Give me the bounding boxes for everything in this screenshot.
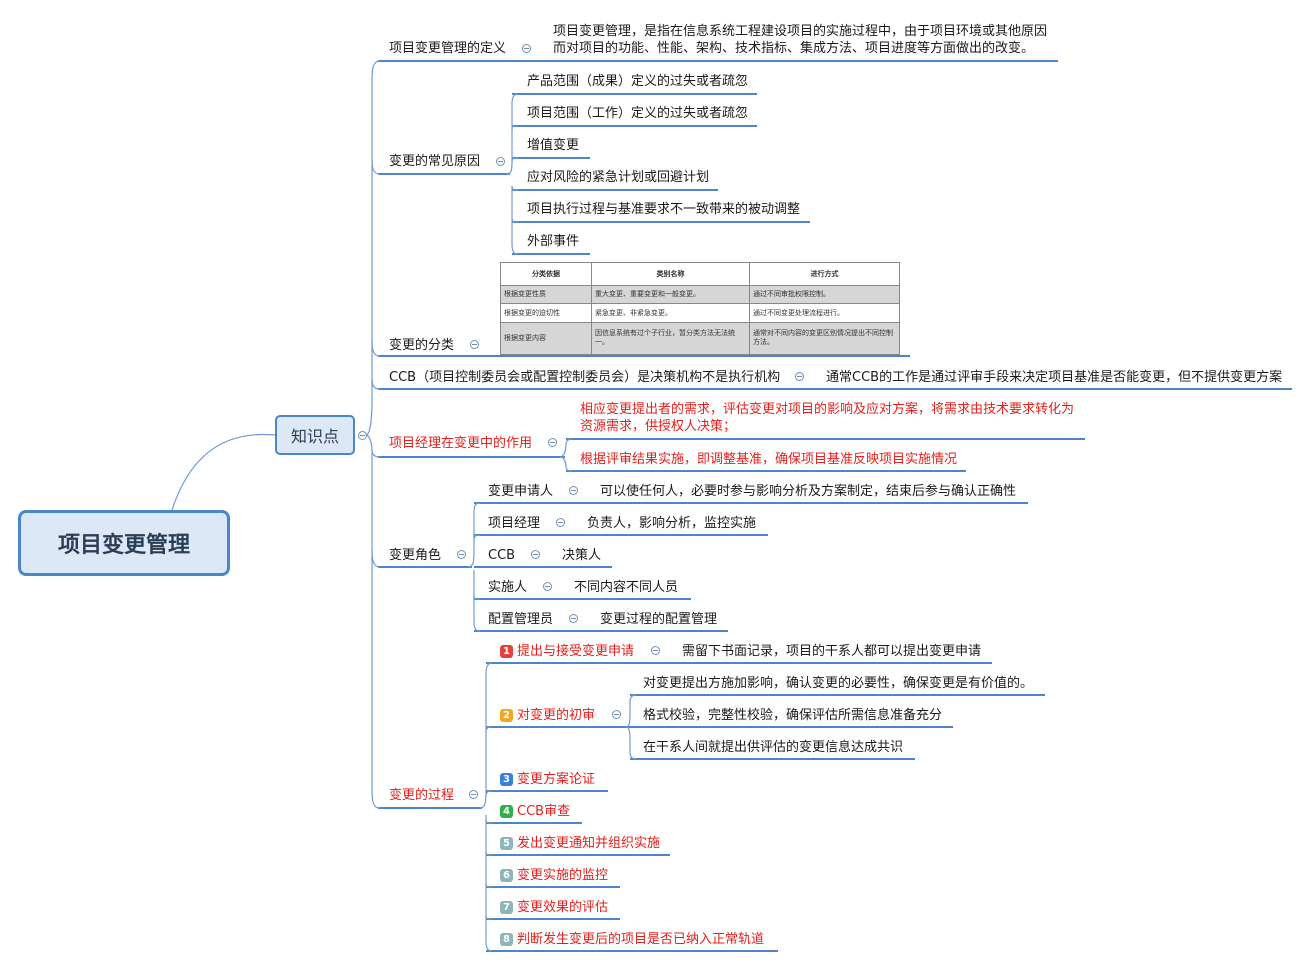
table-cell: 重大变更、重要变更和一般变更。	[591, 284, 750, 305]
definition-text: 项目变更管理，是指在信息系统工程建设项目的实施过程中，由于项目环境或其他原因而对…	[553, 24, 1048, 56]
cause-item[interactable]: 项目执行过程与基准要求不一致带来的被动调整	[527, 202, 801, 217]
collapse-icon[interactable]	[470, 340, 479, 349]
cause-item[interactable]: 应对风险的紧急计划或回避计划	[527, 170, 710, 185]
collapse-icon[interactable]	[651, 646, 660, 655]
collapse-icon[interactable]	[522, 44, 531, 53]
step-number-badge: 4	[500, 805, 513, 818]
topic-causes[interactable]: 变更的常见原因	[389, 154, 481, 169]
role-name[interactable]: 变更申请人	[488, 484, 554, 499]
step-note[interactable]: 需留下书面记录，项目的干系人都可以提出变更申请	[682, 644, 982, 659]
role-name[interactable]: 实施人	[488, 580, 528, 595]
pm-role-item[interactable]: 相应变更提出者的需求，评估变更对项目的影响及应对方案，将需求由技术要求转化为资源…	[580, 402, 1075, 434]
step-number-badge: 5	[500, 837, 513, 850]
topic-roles[interactable]: 变更角色	[389, 548, 442, 563]
table-header: 类别名称	[591, 262, 750, 286]
role-desc[interactable]: 决策人	[562, 548, 602, 563]
collapse-icon[interactable]	[556, 518, 565, 527]
topic-process[interactable]: 变更的过程	[389, 788, 455, 803]
table-row: 根据变更的迫切性 紧急变更、非紧急变更。 通过不同变更处理流程进行。	[500, 303, 900, 323]
process-step-5[interactable]: 5 发出变更通知并组织实施	[500, 835, 660, 852]
step-label: 变更方案论证	[517, 772, 596, 787]
step-label: 判断发生变更后的项目是否已纳入正常轨道	[517, 932, 765, 947]
collapse-icon[interactable]	[569, 486, 578, 495]
topic-pm-role[interactable]: 项目经理在变更中的作用	[389, 436, 533, 451]
process-step-2[interactable]: 2 对变更的初审	[500, 707, 595, 724]
process-step-7[interactable]: 7 变更效果的评估	[500, 899, 608, 916]
step-number-badge: 2	[500, 709, 513, 722]
cause-item[interactable]: 产品范围（成果）定义的过失或者疏忽	[527, 74, 749, 89]
step-note[interactable]: 在干系人间就提出供评估的变更信息达成共识	[643, 740, 904, 755]
step-label: 提出与接受变更申请	[517, 644, 635, 659]
table-cell: 通过不同审批权限控制。	[749, 284, 900, 305]
step-number-badge: 3	[500, 773, 513, 786]
collapse-icon[interactable]	[457, 550, 466, 559]
process-step-6[interactable]: 6 变更实施的监控	[500, 867, 608, 884]
table-row: 根据变更内容 因信息系统有过个子行业，暂分类方法无法统一。 通常对不同内容的变更…	[500, 321, 900, 356]
table-cell: 通过不同变更处理流程进行。	[749, 303, 900, 323]
collapse-icon[interactable]	[358, 431, 367, 440]
collapse-icon[interactable]	[469, 790, 478, 799]
step-number-badge: 1	[500, 645, 513, 658]
collapse-icon[interactable]	[569, 614, 578, 623]
step-number-badge: 8	[500, 933, 513, 946]
role-desc[interactable]: 变更过程的配置管理	[600, 612, 718, 627]
topic-ccb[interactable]: CCB（项目控制委员会或配置控制委员会）是决策机构不是执行机构	[389, 370, 781, 385]
collapse-icon[interactable]	[795, 372, 804, 381]
collapse-icon[interactable]	[612, 710, 621, 719]
role-desc[interactable]: 可以使任何人，必要时参与影响分析及方案制定，结束后参与确认正确性	[600, 484, 1017, 499]
step-label: 变更实施的监控	[517, 868, 609, 883]
role-desc[interactable]: 不同内容不同人员	[574, 580, 679, 595]
cause-item[interactable]: 外部事件	[527, 234, 580, 249]
table-header: 分类依据	[500, 262, 592, 286]
role-name[interactable]: CCB	[488, 548, 516, 563]
table-cell: 根据变更内容	[500, 321, 592, 356]
step-label: 变更效果的评估	[517, 900, 609, 915]
table-cell: 因信息系统有过个子行业，暂分类方法无法统一。	[591, 321, 750, 356]
hub-topic[interactable]: 知识点	[275, 415, 355, 455]
classification-table: 分类依据 类别名称 进行方式 根据变更性质 重大变更、重要变更和一般变更。 通过…	[500, 262, 900, 356]
root-topic[interactable]: 项目变更管理	[18, 510, 230, 576]
collapse-icon[interactable]	[496, 157, 505, 166]
step-label: CCB审查	[517, 804, 571, 819]
step-label: 发出变更通知并组织实施	[517, 836, 661, 851]
process-step-1[interactable]: 1 提出与接受变更申请	[500, 643, 634, 660]
table-row: 根据变更性质 重大变更、重要变更和一般变更。 通过不同审批权限控制。	[500, 284, 900, 305]
ccb-note[interactable]: 通常CCB的工作是通过评审手段来决定项目基准是否能变更，但不提供变更方案	[826, 370, 1283, 385]
step-number-badge: 6	[500, 869, 513, 882]
collapse-icon[interactable]	[531, 550, 540, 559]
cause-item[interactable]: 项目范围（工作）定义的过失或者疏忽	[527, 106, 749, 121]
process-step-8[interactable]: 8 判断发生变更后的项目是否已纳入正常轨道	[500, 931, 764, 948]
collapse-icon[interactable]	[543, 582, 552, 591]
step-number-badge: 7	[500, 901, 513, 914]
topic-classification[interactable]: 变更的分类	[389, 338, 455, 353]
table-cell: 根据变更的迫切性	[500, 303, 592, 323]
topic-definition[interactable]: 项目变更管理的定义	[389, 41, 507, 56]
role-name[interactable]: 配置管理员	[488, 612, 554, 627]
role-name[interactable]: 项目经理	[488, 516, 541, 531]
table-header: 进行方式	[749, 262, 900, 286]
process-step-4[interactable]: 4 CCB审查	[500, 803, 570, 820]
table-cell: 紧急变更、非紧急变更。	[591, 303, 750, 323]
collapse-icon[interactable]	[548, 438, 557, 447]
cause-item[interactable]: 增值变更	[527, 138, 580, 153]
pm-role-item[interactable]: 根据评审结果实施，即调整基准，确保项目基准反映项目实施情况	[580, 452, 958, 467]
table-cell: 通常对不同内容的变更区别情况提出不同控制方法。	[749, 321, 900, 356]
process-step-3[interactable]: 3 变更方案论证	[500, 771, 595, 788]
role-desc[interactable]: 负责人，影响分析，监控实施	[587, 516, 757, 531]
step-note[interactable]: 格式校验，完整性校验，确保评估所需信息准备充分	[643, 708, 943, 723]
step-label: 对变更的初审	[517, 708, 596, 723]
table-cell: 根据变更性质	[500, 284, 592, 305]
step-note[interactable]: 对变更提出方施加影响，确认变更的必要性，确保变更是有价值的。	[643, 676, 1034, 691]
